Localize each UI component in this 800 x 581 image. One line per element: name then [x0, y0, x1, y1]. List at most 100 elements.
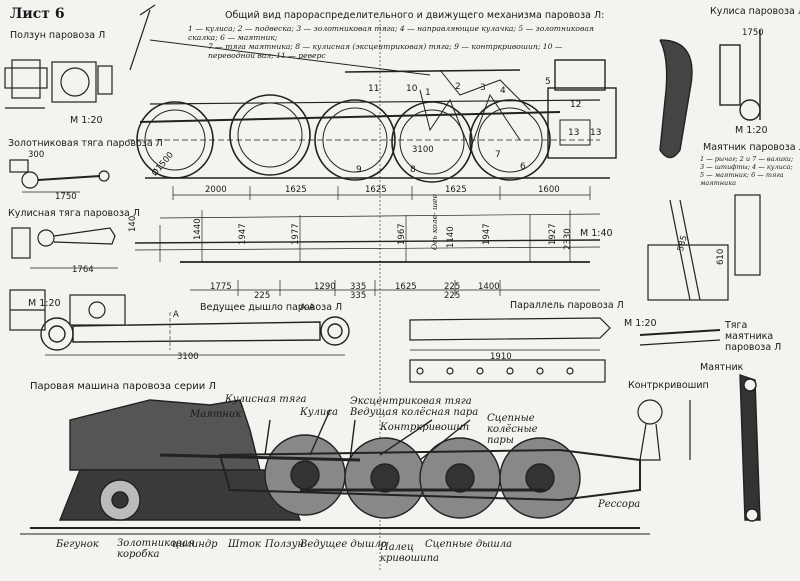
part-number: 6	[520, 162, 526, 172]
valve-rod-dim1: 300	[28, 150, 45, 160]
main-rod-drawing	[40, 312, 350, 356]
dimension-lines	[134, 186, 601, 296]
part-number: 10	[406, 84, 418, 94]
dim-top: 1625	[285, 185, 307, 195]
dim-top: 1600	[538, 185, 560, 195]
pendulum-small-title: Маятник	[700, 362, 744, 373]
main-view-wheels	[128, 94, 610, 183]
dim-vertical: 1947	[238, 223, 248, 245]
sheet-title: Лист 6	[10, 6, 65, 22]
dim-vertical: 2330	[563, 228, 573, 250]
dim-lower: 1400	[478, 282, 500, 292]
main-view-legend-line2: 7 — тяга маятника; 8 — кулисная (эксцент…	[208, 42, 563, 60]
engine-drawing	[20, 399, 650, 535]
pendulum-rod-scale: М 1:20	[624, 318, 657, 329]
engine-label-slider: Ползун	[265, 539, 304, 550]
dim-vertical: 1977	[291, 223, 301, 245]
return-crank-title: Контркривошип	[628, 380, 709, 391]
dim-vertical: 1140	[446, 226, 456, 248]
link-rod-drawing	[11, 227, 118, 269]
main-rod-mark-a: А	[173, 310, 179, 320]
slider-title: Ползун паровоза Л	[10, 30, 106, 41]
main-rod-scale: М 1:20	[28, 298, 61, 309]
link-rod-dim: 1764	[72, 265, 94, 275]
dim-top: 1625	[365, 185, 387, 195]
engine-label-rod: Шток	[228, 539, 261, 550]
dim-lower: 225	[444, 291, 461, 301]
engine-label-main-rod: Ведущее дышло	[300, 539, 387, 550]
link-rod-title: Кулисная тяга паровоза Л	[8, 208, 141, 219]
pendulum-rod-title: Тяга маятника паровоза Л	[725, 320, 782, 353]
crosshead-guide-drawing	[409, 317, 611, 383]
main-rod-section: А-А	[300, 303, 315, 313]
engine-label-coupling-rods: Сцепные дышла	[425, 539, 513, 550]
main-view-cylinder	[149, 20, 617, 570]
dim-note-vertical: Ось коле- шее	[430, 194, 439, 250]
dim-lower: 225	[254, 291, 271, 301]
part-number: 3	[480, 83, 486, 93]
right-link-title: Кулиса паровоза Л	[710, 6, 800, 17]
dim-vertical: 1440	[193, 218, 203, 240]
right-link-scale: М 1:20	[735, 125, 768, 136]
engine-label-eccentric-rod: Эксцентриковая тяга	[350, 396, 472, 407]
engine-label-link-rod: Кулисная тяга	[225, 394, 307, 405]
main-rod-dim: 3100	[177, 352, 199, 362]
part-number: 13	[590, 128, 602, 138]
dim-lower: 1775	[210, 282, 232, 292]
engine-label-spring: Рессора	[598, 499, 641, 510]
part-number: 7	[495, 150, 501, 160]
return-crank-drawing	[637, 399, 691, 461]
part-number: 11	[368, 84, 380, 94]
valve-rod-dim2: 1750	[55, 192, 77, 202]
engine-label-coupled-pairs: Сцепные колёсные пары	[487, 413, 538, 446]
part-number: 4	[500, 86, 506, 96]
right-link-drawing	[659, 30, 761, 159]
main-rod-title: Ведущее дышло паровоза Л	[200, 302, 343, 313]
engine-label-crank-pin: Палец кривошипа	[380, 542, 439, 564]
crosshead-guide-title: Параллель паровоза Л	[510, 300, 624, 311]
dim-lower: 225	[444, 282, 461, 292]
dim-vertical: 1927	[548, 223, 558, 245]
part-number: 8	[410, 165, 416, 175]
right-link-dim: 1750	[742, 28, 764, 38]
pendulum-drawing	[639, 194, 761, 346]
engine-label-bogie: Бегунок	[56, 539, 99, 550]
slider-drawing	[4, 59, 113, 109]
scale-vertical: М 1:40	[580, 228, 613, 239]
crosshead-guide-dim: 1910	[490, 352, 512, 362]
pendulum-small-drawing	[739, 374, 761, 522]
dim-vertical: 1967	[397, 223, 407, 245]
engine-label-return-crank: Контркривошип	[380, 422, 470, 433]
part-number: 12	[570, 100, 582, 110]
part-number: 9	[356, 165, 362, 175]
main-view-title: Общий вид парораспределительного и движу…	[225, 10, 605, 21]
main-view-legend: 1 — кулиса; 2 — подвеска; 3 — золотников…	[188, 24, 608, 60]
part-number: 1	[425, 88, 431, 98]
valve-rod-title: Золотниковая тяга паровоза Л	[8, 138, 163, 149]
pendulum-title: Маятник паровоза Л	[703, 142, 800, 153]
dim-lower: 1625	[395, 282, 417, 292]
main-view-legend-line1: 1 — кулиса; 2 — подвеска; 3 — золотников…	[188, 24, 594, 42]
dim-top: 1625	[445, 185, 467, 195]
dim-top: 3100	[412, 145, 434, 155]
dim-lower: 335	[350, 291, 367, 301]
engine-label-driving-pair: Ведущая колёсная пара	[350, 407, 479, 418]
dim-vertical: 1947	[482, 223, 492, 245]
part-number: 5	[545, 77, 551, 87]
dim-lower: 1290	[314, 282, 336, 292]
engine-title: Паровая машина паровоза серии Л	[30, 381, 216, 392]
engine-label-pendulum: Маятник	[190, 409, 242, 420]
slider-scale: М 1:20	[70, 115, 103, 126]
dim-top: 2000	[205, 185, 227, 195]
dim-lower: 335	[350, 282, 367, 292]
pendulum-legend: 1 — рычаг; 2 и 7 — валики; 3 — штифты; 4…	[700, 155, 794, 187]
engine-label-link: Кулиса	[300, 407, 338, 418]
pendulum-dim: 610	[716, 248, 726, 265]
part-number: 2	[455, 82, 461, 92]
part-number: 13	[568, 128, 580, 138]
small-part-drawing	[9, 289, 126, 331]
engine-label-cylinder: цилиндр	[172, 539, 218, 550]
engine-label-valve-box: Золотниковая коробка	[117, 538, 195, 560]
valve-rod-drawing	[9, 159, 110, 193]
